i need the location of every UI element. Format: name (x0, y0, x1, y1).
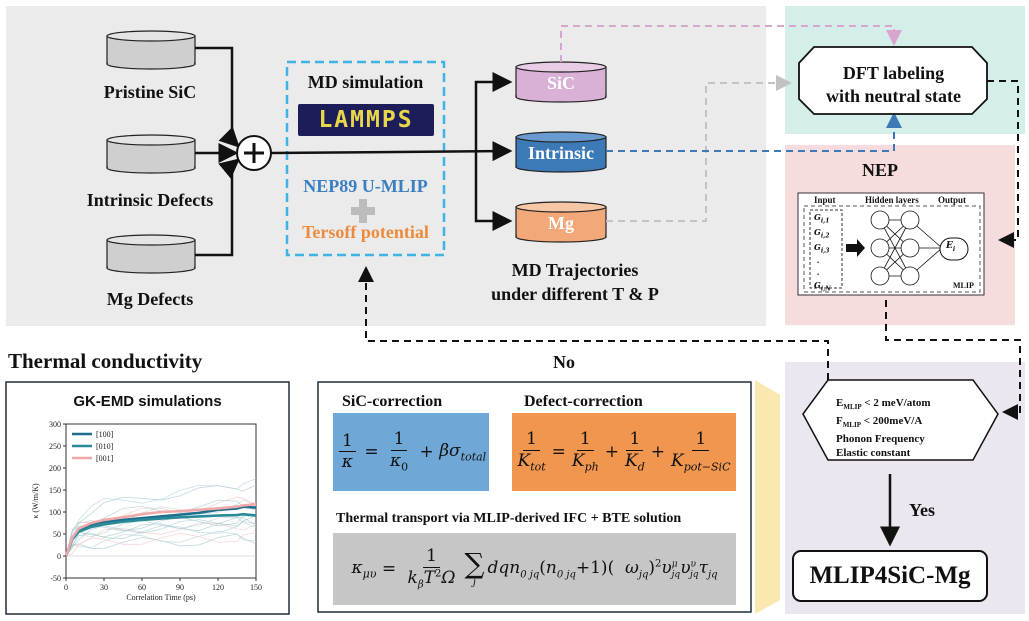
y-axis-label: κ (W/m/K) (31, 483, 40, 519)
plus-glyph-icon (351, 199, 375, 223)
dft-label-1: DFT labeling (842, 63, 945, 83)
x-tick-label: 120 (212, 583, 224, 592)
traj-sic-label: SiC (546, 73, 575, 93)
nep-mlip-label: MLIP (953, 281, 974, 290)
nep-output-label: Output (938, 195, 967, 205)
dft-label-2: with neutral state (826, 86, 961, 106)
background-trace (65, 517, 257, 557)
trajectories-caption-1: MD Trajectories (511, 260, 639, 280)
y-tick-label: 200 (49, 464, 61, 473)
nep-input-arrow (846, 239, 865, 257)
thermal-heading: Thermal conductivity (8, 349, 203, 373)
criterion-elastic: Elastic constant (836, 447, 911, 460)
lammps-logo: LAMMPS (298, 104, 434, 136)
sic-correction-box (333, 413, 489, 491)
label-mg-defects: Mg Defects (106, 289, 194, 309)
defect-correction-box (512, 413, 736, 491)
legend-label: [001] (96, 454, 114, 463)
background-trace (65, 478, 257, 557)
cylinder-mg-traj (515, 201, 607, 243)
md-simulation-title: MD simulation (307, 72, 424, 92)
branch-sic-arrow (474, 72, 513, 151)
nep-input-vector (809, 209, 843, 289)
y-tick-label: 250 (49, 442, 61, 451)
validation-criteria: EMLIP < 2 meV/atom FMLIP < 200meV/A Phon… (836, 396, 931, 460)
nep-hidden-label: Hidden layers (865, 195, 919, 205)
background-trace (65, 532, 257, 557)
criterion-phonon: Phonon Frequency (836, 433, 925, 446)
sic-correction-label: SiC-correction (342, 393, 443, 410)
y-tick-label: -50 (50, 574, 61, 583)
lammps-logo-text: LAMMPS (318, 107, 414, 133)
y-tick-label: 150 (49, 486, 61, 495)
y-tick-label: 100 (49, 508, 61, 517)
nep-input-g: Gi,1 Gi,2 Gi,3 · · Gi,N (814, 212, 831, 293)
sic-to-dft-arrow (560, 25, 902, 62)
cylinder-pristine (106, 30, 196, 70)
label-pristine-sic: Pristine SiC (103, 82, 197, 102)
cylinder-intrinsic (106, 134, 196, 174)
cylinder-mg (106, 234, 196, 274)
x-tick-label: 60 (138, 583, 146, 592)
chart-title: GK-EMD simulations (73, 393, 222, 410)
result-box (792, 550, 988, 602)
no-feedback-arrow (358, 266, 829, 380)
plus-node (236, 135, 272, 171)
dft-to-nep-arrow (987, 80, 1019, 248)
x-axis-label: Correlation Time (ps) (126, 593, 196, 602)
tersoff-label: Tersoff potential (302, 222, 429, 242)
input-arrows (195, 46, 240, 257)
traj-intrinsic-label: Intrinsic (527, 143, 594, 163)
background-trace (65, 533, 257, 557)
intrinsic-to-dft-arrow (606, 112, 902, 152)
label-intrinsic-defects: Intrinsic Defects (86, 190, 214, 210)
series-line-1 (64, 512, 257, 557)
legend-label: [010] (96, 442, 114, 451)
y-tick-label: 50 (53, 530, 61, 539)
trajectories-caption-2: under different T & P (491, 284, 659, 304)
nep-title: NEP (862, 160, 898, 180)
criterion-energy: EMLIP < 2 meV/atom (836, 397, 931, 412)
nep-input-label: Input (814, 195, 836, 205)
criterion-force: FMLIP < 200meV/A (836, 415, 923, 430)
background-trace (65, 530, 257, 557)
dft-hexagon (798, 46, 988, 115)
nep-network (870, 210, 952, 286)
result-label: MLIP4SiC-Mg (809, 562, 971, 589)
legend-label: [100] (96, 430, 114, 439)
branch-mg-arrow (474, 151, 513, 231)
transport-label: Thermal transport via MLIP-derived IFC +… (336, 511, 682, 526)
defect-correction-label: Defect-correction (524, 393, 643, 410)
x-tick-label: 90 (176, 583, 184, 592)
main-flow-arrow (270, 141, 513, 162)
series-line-2 (64, 502, 257, 557)
traj-mg-label: Mg (548, 213, 574, 233)
md-box (285, 60, 446, 257)
nep-output-node (939, 237, 969, 261)
yes-label: Yes (909, 500, 935, 520)
nep89-label: NEP89 U-MLIP (303, 176, 428, 196)
background-trace (65, 499, 257, 557)
x-tick-label: 30 (100, 583, 108, 592)
no-label: No (553, 352, 575, 372)
y-tick-label: 0 (57, 552, 61, 561)
nep-to-validation-arrow (885, 300, 1021, 420)
cylinder-intrinsic-traj (515, 131, 607, 173)
background-trace (65, 516, 257, 557)
transport-box (333, 533, 736, 605)
y-tick-label: 300 (49, 420, 61, 429)
nep-output-e: Ei (946, 241, 956, 253)
x-tick-label: 150 (250, 583, 262, 592)
x-tick-label: 0 (64, 583, 68, 592)
background-trace (65, 515, 257, 557)
cylinder-sic (515, 61, 607, 103)
callout-shape (755, 380, 780, 614)
